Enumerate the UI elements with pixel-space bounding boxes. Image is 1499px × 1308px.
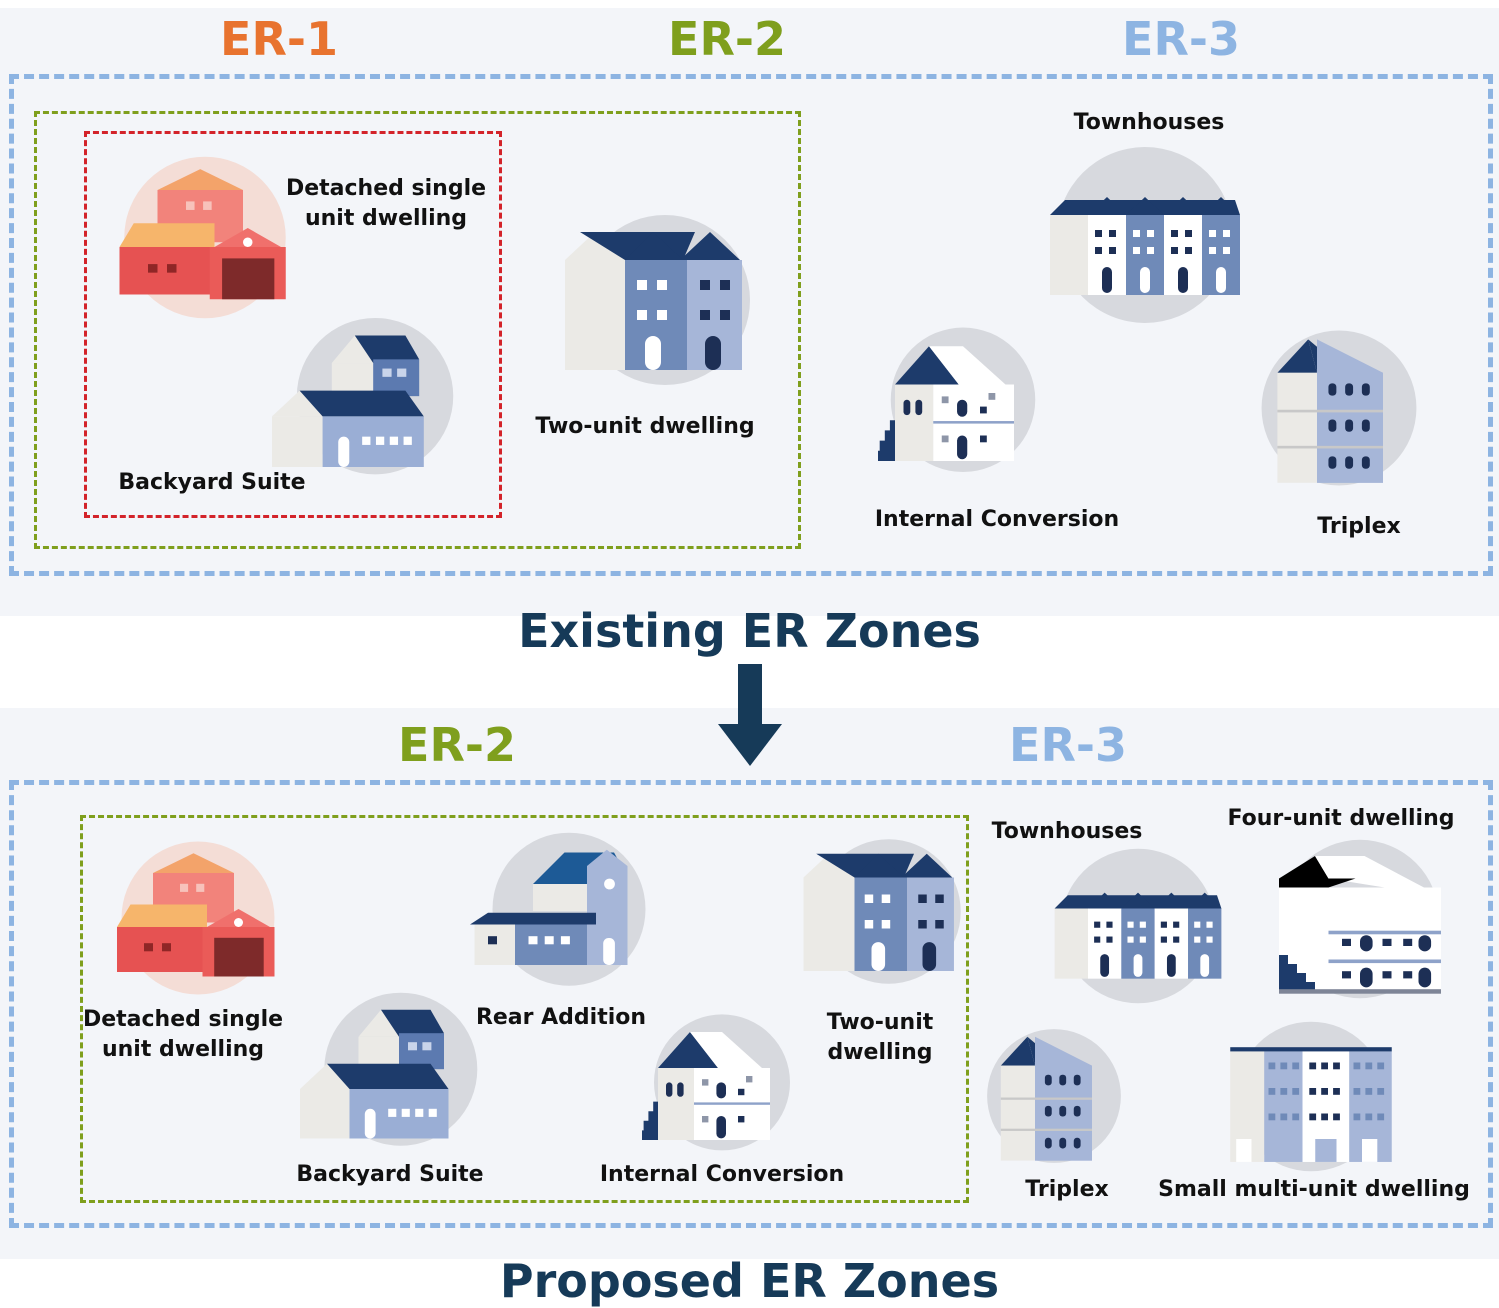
proposed-detached-line1: Detached single	[82, 1007, 284, 1032]
existing-er2-label: ER-2	[668, 12, 786, 66]
proposed-er2-label: ER-2	[398, 718, 516, 772]
triplex-icon	[1251, 320, 1427, 496]
down-arrow-overlay	[718, 664, 782, 766]
proposed-four-unit-label: Four-unit dwelling	[1227, 806, 1455, 831]
proposed-triplex-icon	[978, 1020, 1130, 1172]
backyard-suite-icon	[272, 315, 456, 481]
townhouses-icon	[1045, 145, 1245, 325]
existing-detached-line2: unit dwelling	[304, 206, 468, 231]
proposed-two-unit-line1: Two-unit	[826, 1010, 934, 1035]
existing-townhouses-label: Townhouses	[1073, 110, 1225, 135]
proposed-townhouses-icon	[1050, 847, 1226, 1005]
existing-er2-boundary	[34, 111, 801, 549]
existing-two-unit-label: Two-unit dwelling	[535, 414, 755, 439]
existing-backyard-label: Backyard Suite	[118, 470, 306, 495]
small-multi-unit-icon	[1226, 1020, 1396, 1173]
existing-triplex-label: Triplex	[1317, 514, 1401, 539]
two-unit-icon	[555, 210, 755, 390]
proposed-er3-boundary	[9, 780, 1493, 1228]
proposed-title: Proposed ER Zones	[499, 1254, 1000, 1308]
existing-panel	[0, 8, 1499, 616]
existing-er1-label: ER-1	[220, 12, 338, 66]
proposed-panel	[0, 708, 1499, 1259]
proposed-two-unit-label: Two-unit dwelling	[827, 1008, 934, 1068]
proposed-rear-label: Rear Addition	[475, 1005, 647, 1030]
proposed-two-unit-line2: dwelling	[827, 1040, 933, 1065]
proposed-er3-label: ER-3	[1009, 718, 1127, 772]
existing-er3-label: ER-3	[1122, 12, 1240, 66]
existing-er3-boundary	[9, 74, 1493, 576]
proposed-internal-label: Internal Conversion	[599, 1162, 845, 1187]
proposed-backyard-suite-icon	[300, 990, 480, 1152]
four-unit-icon	[1270, 838, 1450, 1000]
existing-detached-label: Detached single unit dwelling	[286, 174, 486, 234]
existing-internal-label: Internal Conversion	[874, 507, 1120, 532]
proposed-detached-line2: unit dwelling	[101, 1037, 265, 1062]
existing-er1-boundary	[84, 131, 502, 518]
existing-detached-line1: Detached single	[285, 176, 487, 201]
proposed-backyard-label: Backyard Suite	[296, 1162, 484, 1187]
proposed-two-unit-icon	[795, 835, 965, 988]
detached-house-icon	[110, 152, 300, 323]
proposed-townhouses-label: Townhouses	[991, 819, 1143, 844]
proposed-small-multi-label: Small multi-unit dwelling	[1158, 1177, 1470, 1202]
proposed-detached-house-icon	[108, 837, 288, 999]
existing-title: Existing ER Zones	[518, 604, 981, 658]
proposed-detached-label: Detached single unit dwelling	[83, 1005, 283, 1065]
proposed-triplex-label: Triplex	[1025, 1177, 1109, 1202]
rear-addition-icon	[470, 830, 650, 992]
proposed-er2-boundary	[80, 815, 969, 1203]
proposed-internal-conversion-icon	[642, 1012, 802, 1156]
internal-conversion-icon	[878, 325, 1048, 478]
